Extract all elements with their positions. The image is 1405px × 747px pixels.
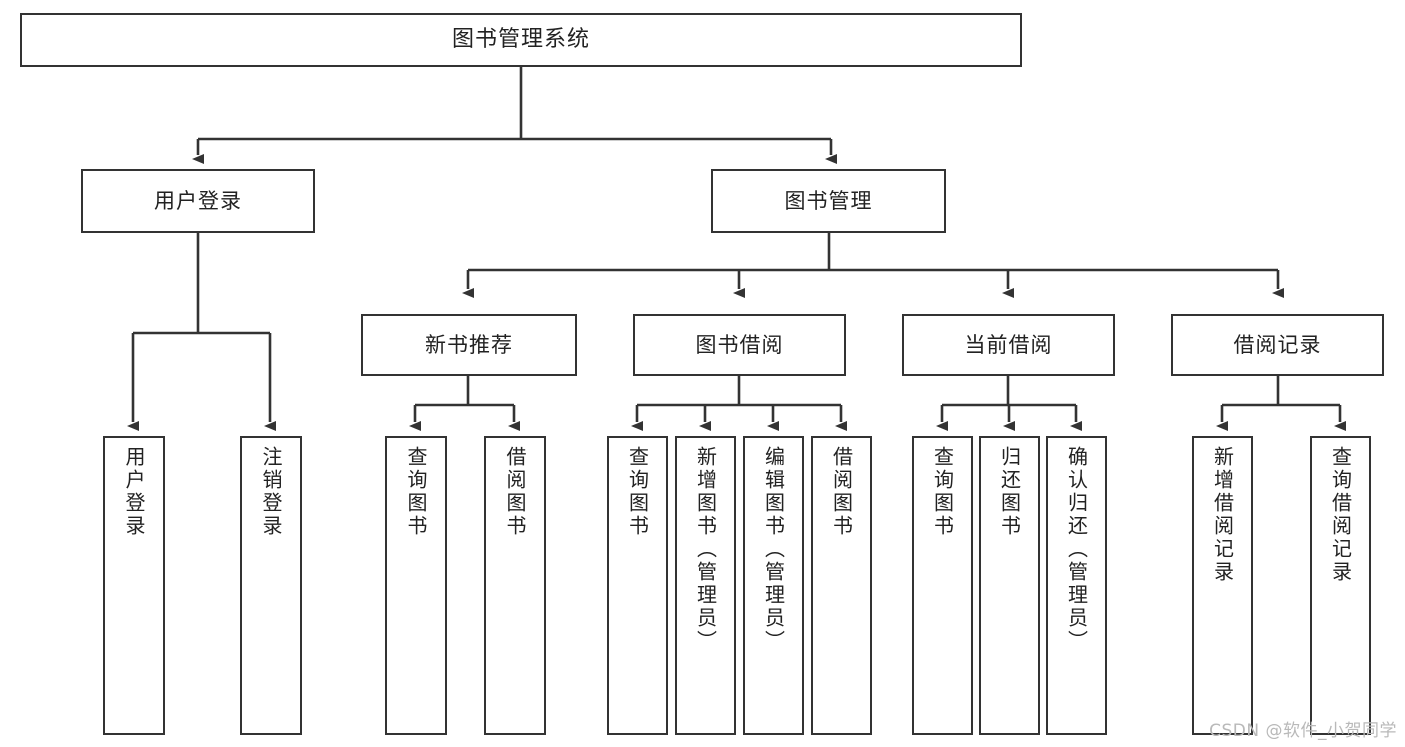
node-label: 归还图书 bbox=[997, 446, 1022, 538]
leaf-query-borrow-record[interactable]: 查询借阅记录 bbox=[1310, 436, 1371, 735]
leaf-query-book-recommend[interactable]: 查询图书 bbox=[385, 436, 447, 735]
leaf-edit-book-admin[interactable]: 编辑图书（管理员） bbox=[743, 436, 804, 735]
leaf-add-borrow-record[interactable]: 新增借阅记录 bbox=[1192, 436, 1253, 735]
node-label: 新书推荐 bbox=[425, 332, 513, 357]
leaf-confirm-return-admin[interactable]: 确认归还（管理员） bbox=[1046, 436, 1107, 735]
leaf-logout[interactable]: 注销登录 bbox=[240, 436, 302, 735]
leaf-query-book-borrow[interactable]: 查询图书 bbox=[607, 436, 668, 735]
node-book-borrow[interactable]: 图书借阅 bbox=[633, 314, 846, 376]
node-label: 借阅图书 bbox=[503, 446, 527, 538]
node-root-system[interactable]: 图书管理系统 bbox=[20, 13, 1022, 67]
leaf-return-book[interactable]: 归还图书 bbox=[979, 436, 1040, 735]
watermark: CSDN @软件_小贺同学 bbox=[1209, 721, 1397, 741]
node-label: 编辑图书（管理员） bbox=[761, 446, 786, 653]
node-label: 查询借阅记录 bbox=[1328, 446, 1353, 584]
node-label: 查询图书 bbox=[404, 446, 428, 538]
node-user-login[interactable]: 用户登录 bbox=[81, 169, 315, 233]
node-label: 新增借阅记录 bbox=[1210, 446, 1235, 584]
node-label: 图书管理系统 bbox=[451, 27, 590, 53]
node-label: 用户登录 bbox=[154, 188, 242, 213]
node-label: 确认归还（管理员） bbox=[1064, 446, 1089, 653]
node-label: 当前借阅 bbox=[964, 332, 1053, 357]
leaf-borrow-book-recommend[interactable]: 借阅图书 bbox=[484, 436, 546, 735]
node-label: 借阅图书 bbox=[829, 446, 854, 538]
node-label: 查询图书 bbox=[625, 446, 650, 538]
leaf-borrow-book[interactable]: 借阅图书 bbox=[811, 436, 872, 735]
node-borrow-records[interactable]: 借阅记录 bbox=[1171, 314, 1384, 376]
node-label: 借阅记录 bbox=[1233, 332, 1322, 357]
node-book-management[interactable]: 图书管理 bbox=[711, 169, 946, 233]
node-current-borrow[interactable]: 当前借阅 bbox=[902, 314, 1115, 376]
node-label: 图书借阅 bbox=[695, 332, 784, 357]
leaf-add-book-admin[interactable]: 新增图书（管理员） bbox=[675, 436, 736, 735]
node-label: 图书管理 bbox=[784, 188, 873, 213]
node-new-book-recommend[interactable]: 新书推荐 bbox=[361, 314, 577, 376]
node-label: 查询图书 bbox=[930, 446, 955, 538]
node-label: 注销登录 bbox=[259, 446, 283, 538]
node-label: 用户登录 bbox=[122, 446, 146, 538]
node-label: 新增图书（管理员） bbox=[693, 446, 718, 653]
leaf-user-login[interactable]: 用户登录 bbox=[103, 436, 165, 735]
leaf-query-book-current[interactable]: 查询图书 bbox=[912, 436, 973, 735]
